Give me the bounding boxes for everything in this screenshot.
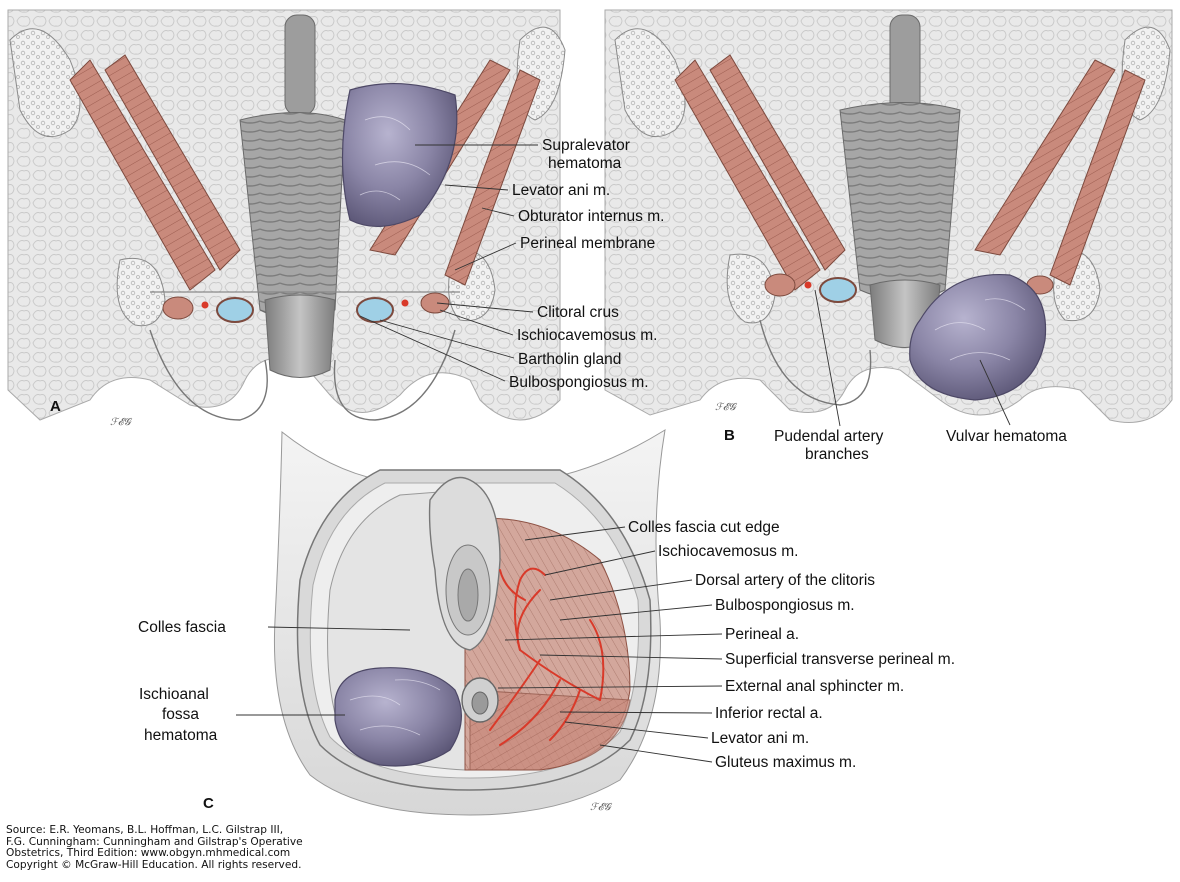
label-perineal-artery: Perineal a.	[725, 626, 799, 643]
label-levator-ani-a: Levator ani m.	[512, 182, 610, 199]
panel-letter-b: B	[724, 427, 735, 444]
panel-letter-c: C	[203, 795, 214, 812]
label-bulbospongiosus-c: Bulbospongiosus m.	[715, 597, 855, 614]
label-vulvar-hematoma: Vulvar hematoma	[946, 428, 1067, 445]
label-colles-fascia: Colles fascia	[138, 619, 226, 636]
label-bulbospongiosus-a: Bulbospongiosus m.	[509, 374, 649, 391]
label-dorsal-artery: Dorsal artery of the clitoris	[695, 572, 875, 589]
label-levator-ani-c: Levator ani m.	[711, 730, 809, 747]
panel-letter-a: A	[50, 398, 61, 415]
label-ischioanal-2: fossa	[162, 706, 199, 723]
panel-c: ℱ𝓔𝓖	[274, 430, 665, 815]
label-perineal-membrane: Perineal membrane	[520, 235, 655, 252]
label-bartholin-gland: Bartholin gland	[518, 351, 621, 368]
label-external-anal-sphincter: External anal sphincter m.	[725, 678, 904, 695]
label-ischiocavernosus-a: Ischiocavemosus m.	[517, 327, 657, 344]
source-citation: Source: E.R. Yeomans, B.L. Hoffman, L.C.…	[6, 825, 426, 871]
label-superficial-transverse: Superficial transverse perineal m.	[725, 651, 955, 668]
label-inferior-rectal: Inferior rectal a.	[715, 705, 823, 722]
label-ischioanal-1: Ischioanal	[139, 686, 209, 703]
labels-panel-b: B Pudendal artery branches Vulvar hemato…	[724, 427, 1067, 463]
label-ischiocavernosus-c: Ischiocavemosus m.	[658, 543, 798, 560]
label-ischioanal-3: hematoma	[144, 727, 218, 744]
panel-b: ℱ𝓔𝓖	[605, 10, 1172, 423]
svg-text:ℱ𝓔𝓖: ℱ𝓔𝓖	[590, 802, 613, 813]
label-supralevator-hematoma-2: hematoma	[548, 155, 622, 172]
label-clitoral-crus: Clitoral crus	[537, 304, 619, 321]
label-gluteus-maximus: Gluteus maximus m.	[715, 754, 856, 771]
svg-text:ℱ𝓔𝓖: ℱ𝓔𝓖	[715, 402, 738, 413]
label-supralevator-hematoma-1: Supralevator	[542, 137, 630, 154]
label-pudendal-artery-2: branches	[805, 446, 869, 463]
panel-a: ℱ𝓔𝓖	[8, 10, 565, 428]
label-obturator-internus: Obturator internus m.	[518, 208, 664, 225]
label-colles-fascia-cut-edge: Colles fascia cut edge	[628, 519, 780, 536]
svg-text:ℱ𝓔𝓖: ℱ𝓔𝓖	[110, 417, 133, 428]
label-pudendal-artery-1: Pudendal artery	[774, 428, 884, 445]
